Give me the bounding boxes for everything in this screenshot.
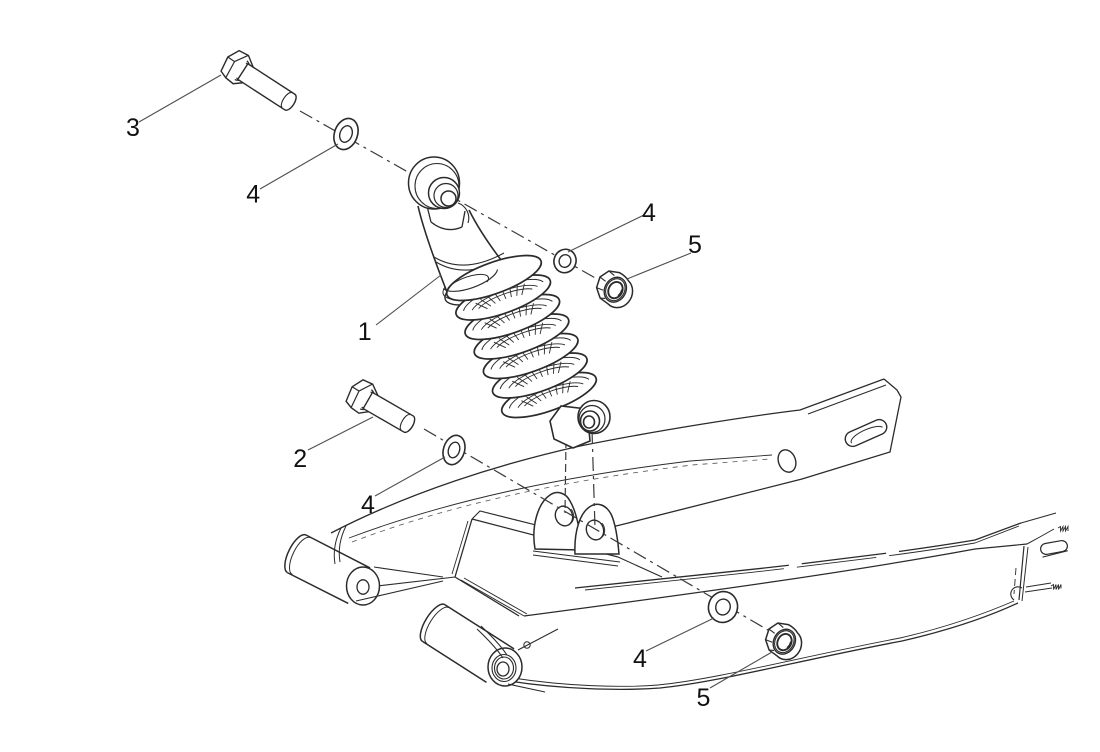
svg-text:4: 4 (361, 491, 375, 519)
svg-text:4: 4 (246, 180, 260, 208)
svg-text:5: 5 (697, 684, 711, 712)
svg-text:5: 5 (688, 231, 702, 259)
svg-text:1: 1 (358, 318, 372, 346)
svg-text:4: 4 (633, 645, 647, 673)
svg-text:2: 2 (293, 445, 307, 473)
svg-text:4: 4 (642, 199, 656, 227)
svg-text:3: 3 (126, 114, 140, 142)
